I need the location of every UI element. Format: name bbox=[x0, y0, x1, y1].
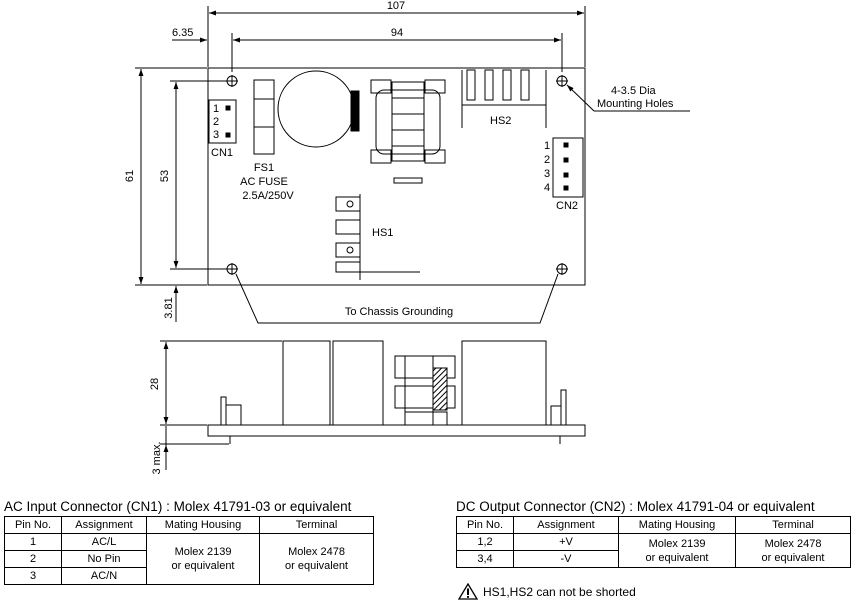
dim-94: 94 bbox=[391, 27, 403, 39]
table-header: Assignment bbox=[513, 516, 619, 534]
pin-assignment: +V bbox=[513, 533, 619, 551]
cn1-label: CN1 bbox=[211, 147, 233, 159]
cn2-pin-label: 3 bbox=[544, 168, 550, 180]
side-transformer bbox=[394, 355, 456, 426]
pin-assignment: -V bbox=[513, 550, 619, 568]
dim-53: 53 bbox=[159, 170, 171, 182]
dim-107: 107 bbox=[387, 0, 405, 12]
ac-connector-table: Pin No. Assignment Mating Housing Termin… bbox=[4, 516, 374, 585]
capacitor bbox=[277, 70, 355, 148]
table-header: Pin No. bbox=[456, 516, 514, 534]
table-header: Terminal bbox=[259, 516, 374, 534]
mounting-holes-label: Mounting Holes bbox=[597, 98, 674, 110]
cn1-pin-label: 2 bbox=[213, 116, 219, 128]
dc-table-caption: DC Output Connector (CN2) : Molex 41791-… bbox=[456, 499, 815, 514]
cn1-pin-label: 1 bbox=[213, 103, 219, 115]
table-header: Mating Housing bbox=[146, 516, 260, 534]
pin-assignment: AC/N bbox=[61, 567, 147, 585]
hs1-label: HS1 bbox=[372, 227, 393, 239]
table-header: Pin No. bbox=[4, 516, 62, 534]
ac-fuse-label: AC FUSE bbox=[240, 176, 288, 188]
ac-table-caption: AC Input Connector (CN1) : Molex 41791-0… bbox=[4, 499, 352, 514]
cn2-pin-label: 1 bbox=[544, 140, 550, 152]
fuse-fs1 bbox=[253, 79, 275, 155]
pin-number: 2 bbox=[4, 550, 62, 568]
pin-number: 1,2 bbox=[456, 533, 514, 551]
dim-28: 28 bbox=[149, 378, 161, 390]
chassis-grounding-label: To Chassis Grounding bbox=[345, 306, 453, 318]
heatsink-hs2 bbox=[461, 69, 547, 128]
cn2-pin-label: 4 bbox=[544, 182, 550, 194]
dim-61: 61 bbox=[124, 170, 136, 182]
warning-text: HS1,HS2 can not be shorted bbox=[483, 584, 636, 599]
cn2-label: CN2 bbox=[556, 200, 578, 212]
heatsink-hs1 bbox=[335, 194, 420, 280]
cn2-connector bbox=[552, 137, 584, 198]
table-header: Terminal bbox=[735, 516, 851, 534]
warning-note: HS1,HS2 can not be shorted bbox=[458, 583, 636, 600]
pin-assignment: AC/L bbox=[61, 533, 147, 551]
dim-6-35: 6.35 bbox=[172, 27, 193, 39]
cn2-pin-label: 2 bbox=[544, 154, 550, 166]
pcb-outline-top bbox=[207, 67, 586, 286]
cn1-pin-label: 3 bbox=[213, 129, 219, 141]
dc-connector-table: Pin No. Assignment Mating Housing Termin… bbox=[456, 516, 851, 568]
pin-number: 1 bbox=[4, 533, 62, 551]
pcb-side bbox=[207, 424, 586, 437]
pin-number: 3 bbox=[4, 567, 62, 585]
warning-icon bbox=[458, 583, 478, 600]
cn1-connector bbox=[208, 99, 237, 144]
dim-3-max: 3 max. bbox=[151, 441, 163, 474]
pin-assignment: No Pin bbox=[61, 550, 147, 568]
mounting-holes-label: 4-3.5 Dia bbox=[611, 85, 657, 97]
table-header: Mating Housing bbox=[618, 516, 736, 534]
hs2-label: HS2 bbox=[490, 115, 511, 127]
transformer bbox=[370, 79, 446, 184]
table-header: Assignment bbox=[61, 516, 147, 534]
dim-3-81: 3.81 bbox=[163, 297, 175, 318]
pin-number: 3,4 bbox=[456, 550, 514, 568]
fuse-rating-label: 2.5A/250V bbox=[242, 190, 294, 202]
fs1-label: FS1 bbox=[254, 162, 274, 174]
